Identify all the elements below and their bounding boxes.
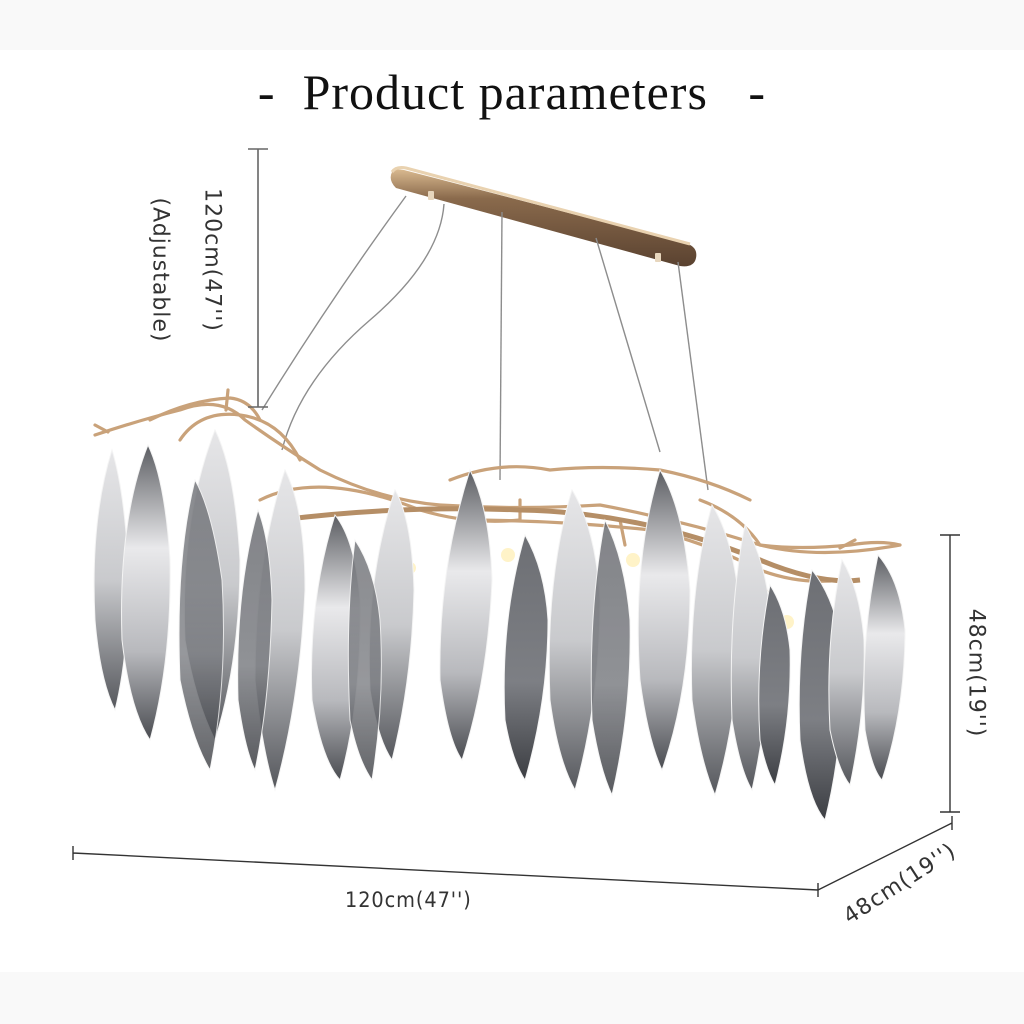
bottom-band	[0, 972, 1024, 1024]
dimension-lines	[72, 148, 960, 897]
page-title: - Product parameters -	[0, 60, 1024, 124]
hanging-height-note: (Adjustable)	[147, 197, 173, 343]
body-height-label: 48cm(19'')	[963, 608, 989, 738]
depth-line	[817, 816, 953, 891]
glass-leaves	[93, 428, 906, 822]
suspension-cables	[261, 195, 709, 491]
top-band	[0, 0, 1024, 50]
title-right-dash: -	[748, 64, 767, 120]
title-left-dash: -	[257, 64, 276, 120]
frame-ring	[279, 506, 861, 584]
hanging-height-line	[248, 148, 268, 408]
body-height-line	[940, 534, 960, 813]
title-text: Product parameters	[302, 64, 708, 120]
ceiling-canopy	[390, 166, 697, 267]
length-label: 120cm(47'')	[345, 888, 472, 912]
hanging-height-label: 120cm(47'')	[199, 188, 225, 332]
